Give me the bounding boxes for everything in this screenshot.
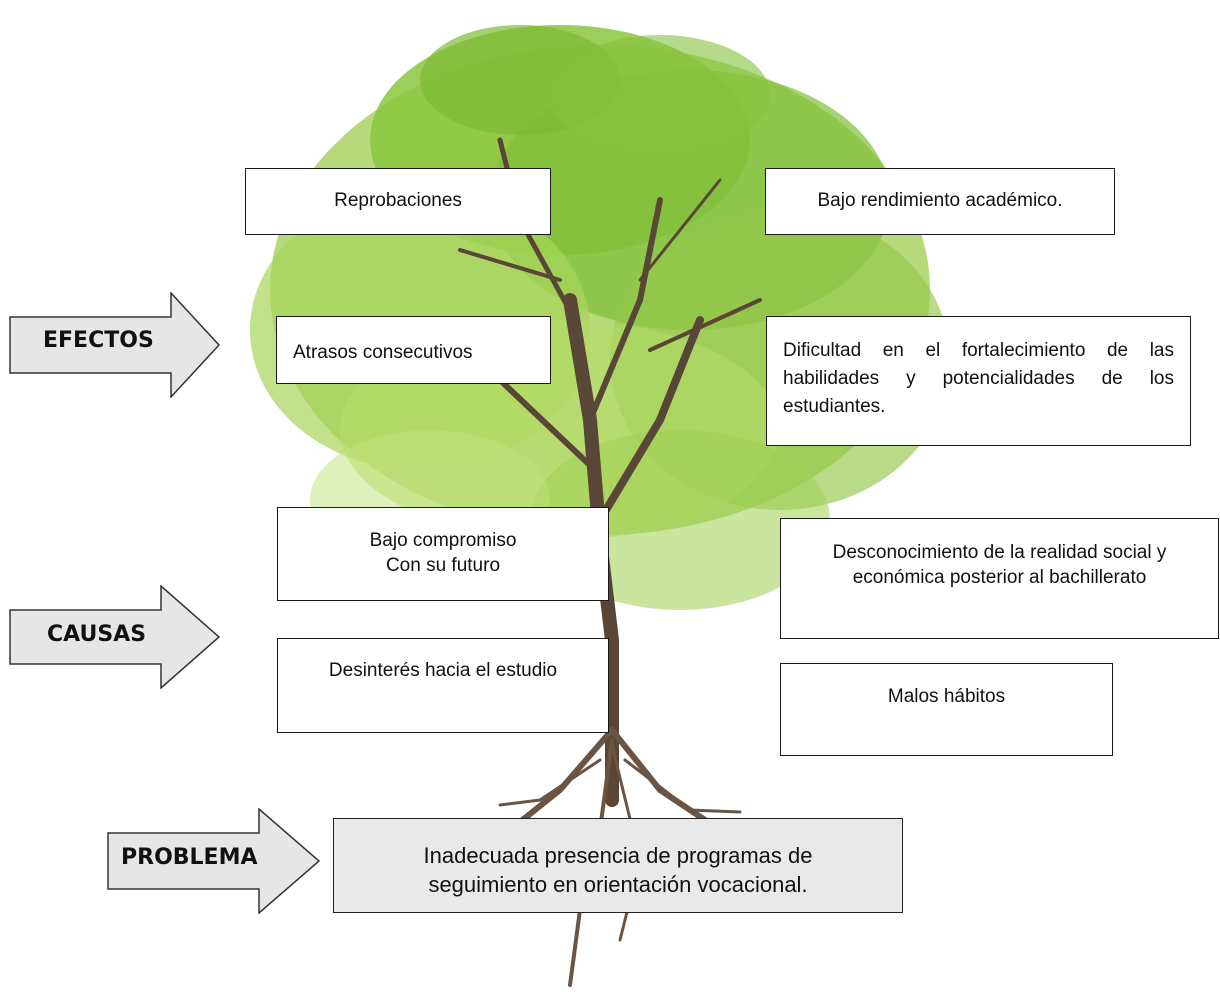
cause-bajo-compromiso: Bajo compromiso Con su futuro <box>277 507 609 601</box>
cause-malos-habitos: Malos hábitos <box>780 663 1113 756</box>
effect-bajo-rendimiento: Bajo rendimiento académico. <box>765 168 1115 235</box>
effect-dificultad-text: Dificultad en el fortalecimiento de las … <box>783 340 1174 417</box>
causas-label: CAUSAS <box>47 622 147 647</box>
cause-desinteres-text: Desinterés hacia el estudio <box>328 660 558 681</box>
effect-atrasos: Atrasos consecutivos <box>276 316 551 384</box>
efectos-arrow: EFECTOS <box>9 292 221 398</box>
cause-desconocimiento-line2: económica posterior al bachillerato <box>852 567 1147 588</box>
causas-arrow: CAUSAS <box>9 585 221 689</box>
problema-label: PROBLEMA <box>121 845 258 870</box>
arrow-shape <box>107 808 321 914</box>
cause-malos-habitos-text: Malos hábitos <box>887 686 1006 707</box>
problema-arrow: PROBLEMA <box>107 808 321 914</box>
effect-bajo-rendimiento-text: Bajo rendimiento académico. <box>817 190 1063 211</box>
effect-reprobaciones-text: Reprobaciones <box>334 190 462 211</box>
problem-box: Inadecuada presencia de programas de seg… <box>333 818 903 913</box>
problem-line2: seguimiento en orientación vocacional. <box>428 872 808 897</box>
cause-bajo-compromiso-line2: Con su futuro <box>385 555 501 576</box>
effect-atrasos-text: Atrasos consecutivos <box>293 342 473 363</box>
arrow-shape <box>9 292 221 398</box>
efectos-label: EFECTOS <box>43 328 154 353</box>
cause-desconocimiento-line1: Desconocimiento de la realidad social y <box>832 542 1167 563</box>
effect-reprobaciones: Reprobaciones <box>245 168 551 235</box>
effect-dificultad: Dificultad en el fortalecimiento de las … <box>766 316 1191 446</box>
problem-line1: Inadecuada presencia de programas de <box>423 843 813 868</box>
cause-desconocimiento: Desconocimiento de la realidad social y … <box>780 518 1219 639</box>
cause-desinteres: Desinterés hacia el estudio <box>277 638 609 733</box>
cause-bajo-compromiso-line1: Bajo compromiso <box>369 530 517 551</box>
arrow-shape <box>9 585 221 689</box>
